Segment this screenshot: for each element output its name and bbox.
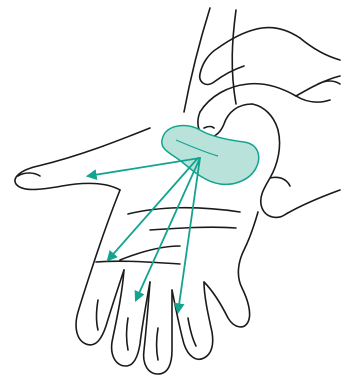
palm-hand-icon (15, 8, 258, 374)
arrow-to-thumb-icon (88, 158, 200, 176)
pressing-hand-icon (198, 27, 340, 217)
arrow-to-index-finger-icon (108, 158, 198, 260)
pressure-pad-icon (162, 126, 259, 185)
radiating-arrows (88, 158, 200, 312)
